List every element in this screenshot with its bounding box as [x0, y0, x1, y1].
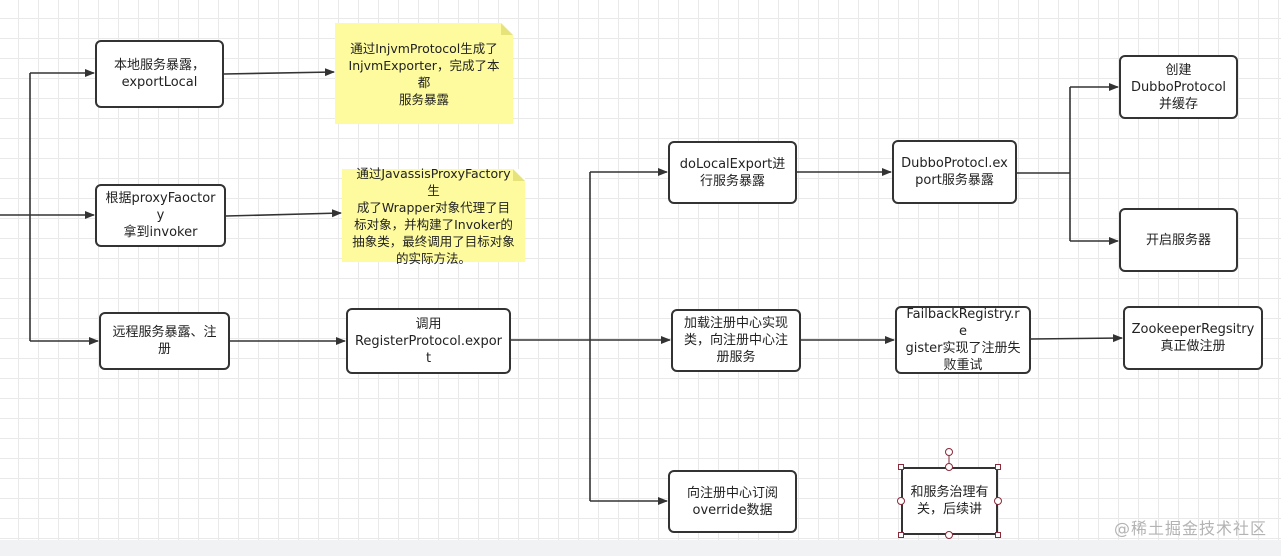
arrow-to-javassist-note [225, 209, 342, 218]
rotate-handle[interactable] [945, 448, 953, 456]
resize-handle-right[interactable] [994, 497, 1002, 505]
load-registry-box[interactable]: 加载注册中心实现 类，向注册中心注 册服务 [671, 309, 801, 372]
resize-handle-bottom-left[interactable] [898, 532, 904, 538]
resize-handle-top-right[interactable] [995, 464, 1001, 470]
bottom-bar [0, 540, 1281, 556]
start-server-box[interactable]: 开启服务器 [1119, 208, 1238, 272]
do-local-export-box[interactable]: doLocalExport进 行服务暴露 [668, 141, 797, 204]
proxy-factory-box[interactable]: 根据proxyFaoctory 拿到invoker [95, 184, 226, 247]
resize-handle-bottom-right[interactable] [995, 532, 1001, 538]
watermark: @稀土掘金技术社区 [1113, 519, 1267, 538]
resize-handle-bottom[interactable] [945, 531, 953, 539]
create-dubbo-protocol-box[interactable]: 创建 DubboProtocol 并缓存 [1119, 55, 1238, 119]
resize-handle-top[interactable] [945, 463, 953, 471]
export-local-box[interactable]: 本地服务暴露， exportLocal [95, 40, 224, 108]
service-governance-box[interactable]: 和服务治理有 关，后续讲 [901, 467, 998, 535]
zookeeper-registry-box[interactable]: ZookeeperRegsitry 真正做注册 [1123, 306, 1263, 370]
failback-registry-box[interactable]: FailbackRegistry.re gister实现了注册失 败重试 [895, 306, 1031, 374]
subscribe-override-box[interactable]: 向注册中心订阅 override数据 [668, 470, 797, 533]
arrow-to-injvm-note [223, 68, 335, 77]
injvm-note[interactable]: 通过InjvmProtocol生成了 InjvmExporter，完成了本都 服… [335, 23, 513, 124]
resize-handle-left[interactable] [897, 497, 905, 505]
resize-handle-top-left[interactable] [898, 464, 904, 470]
remote-export-box[interactable]: 远程服务暴露、注册 [99, 312, 230, 370]
javassist-note[interactable]: 通过JavassisProxyFactory生 成了Wrapper对象代理了目 … [342, 166, 525, 266]
dubbo-export-box[interactable]: DubboProtocl.ex port服务暴露 [892, 140, 1017, 204]
arrow-to-zookeeper [1030, 334, 1123, 343]
register-protocol-box[interactable]: 调用 RegisterProtocol.export [346, 308, 511, 374]
